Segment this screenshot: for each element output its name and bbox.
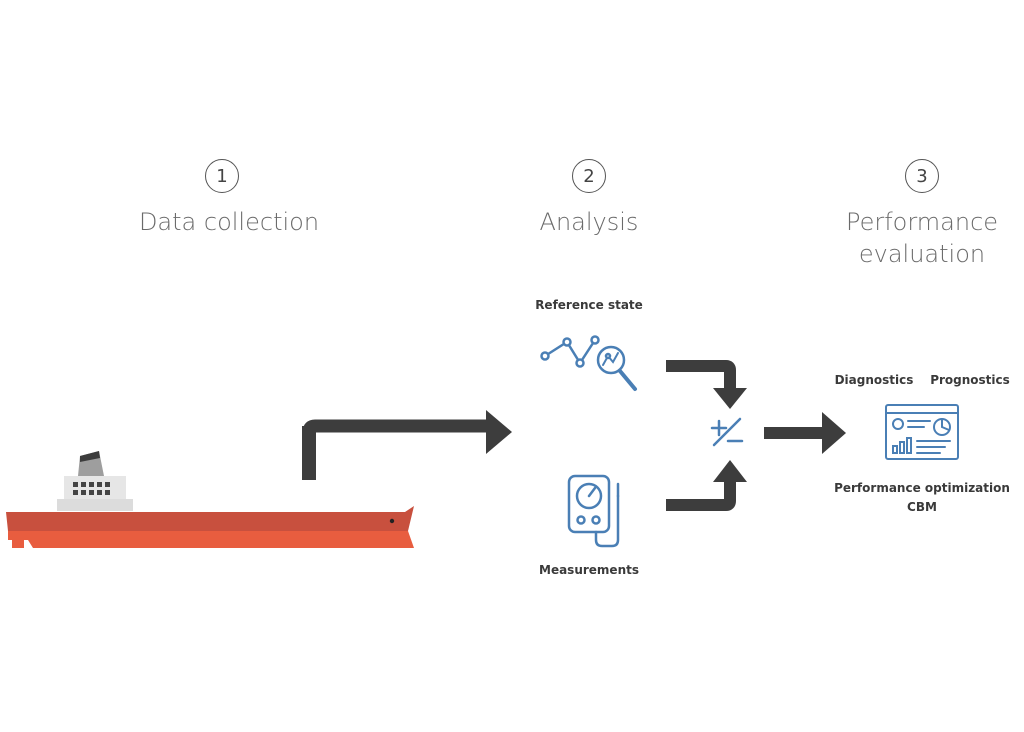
dashboard-icon — [885, 404, 959, 460]
reference-to-compare-arrow — [666, 360, 747, 409]
step-2-title: Analysis — [539, 208, 639, 236]
prognostics-label: Prognostics — [930, 373, 1010, 387]
ship-icon — [6, 451, 414, 548]
reference-state-label: Reference state — [535, 298, 643, 312]
performance-optimization-label: Performance optimization — [834, 481, 1010, 495]
compare-to-evaluation-arrow — [764, 412, 846, 454]
measurements-to-compare-arrow — [666, 460, 747, 511]
plus-minus-icon — [710, 417, 744, 447]
step-1-title: Data collection — [138, 208, 320, 236]
measurements-label: Measurements — [539, 563, 639, 577]
cbm-label: CBM — [907, 500, 937, 514]
gauge-meter-icon — [567, 474, 620, 548]
collection-to-analysis-arrow — [302, 410, 512, 480]
step-2-number: 2 — [572, 159, 606, 193]
step-1-number: 1 — [205, 159, 239, 193]
step-3-title: Performance evaluation — [845, 208, 999, 268]
step-3-number: 3 — [905, 159, 939, 193]
line-chart-magnifier-icon — [540, 335, 637, 391]
diagnostics-label: Diagnostics — [834, 373, 914, 387]
